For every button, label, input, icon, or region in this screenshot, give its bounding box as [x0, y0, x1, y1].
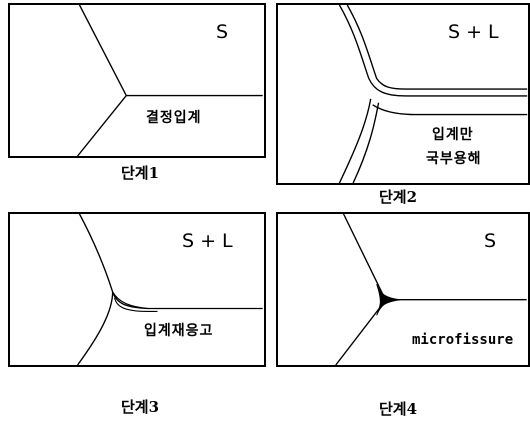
- microfissure-label: microfissure: [412, 332, 513, 348]
- resolidified-boundary-inner: [115, 298, 158, 312]
- liquation-label-line1: 입계만: [432, 123, 474, 147]
- phase-label: S: [216, 21, 228, 43]
- stage-1-panel: S 결정입계: [8, 3, 266, 158]
- grain-boundary-lower: [336, 302, 385, 365]
- grain-boundary-upper: [344, 214, 385, 298]
- phase-label: S + L: [448, 21, 499, 43]
- liquation-label-line2: 국부용해: [426, 147, 482, 171]
- grain-boundary-upper: [80, 5, 127, 96]
- resolidified-boundary-upper: [80, 214, 263, 308]
- grain-boundary-label: 결정입계: [146, 107, 202, 127]
- liquid-film-upper-inner: [347, 5, 527, 89]
- stage-3-caption: 단계3: [80, 396, 200, 417]
- stage-1-caption: 단계1: [80, 162, 200, 183]
- phase-label: S: [484, 230, 496, 252]
- liquid-film-lower-left: [339, 99, 370, 183]
- stage-2-caption: 단계2: [338, 186, 458, 207]
- stage-2-panel: S + L 입계만 국부용해: [276, 3, 530, 185]
- grain-boundary-lower: [78, 96, 127, 156]
- stage-4-caption: 단계4: [338, 398, 458, 419]
- resolidified-boundary-bottom: [78, 292, 113, 365]
- stage-4-panel: S microfissure: [276, 212, 530, 367]
- stage-3-panel: S + L 입계재응고: [8, 212, 266, 367]
- phase-label: S + L: [182, 230, 233, 252]
- liquid-film-lower-outer: [373, 105, 528, 115]
- resolidification-label: 입계재응고: [144, 320, 213, 340]
